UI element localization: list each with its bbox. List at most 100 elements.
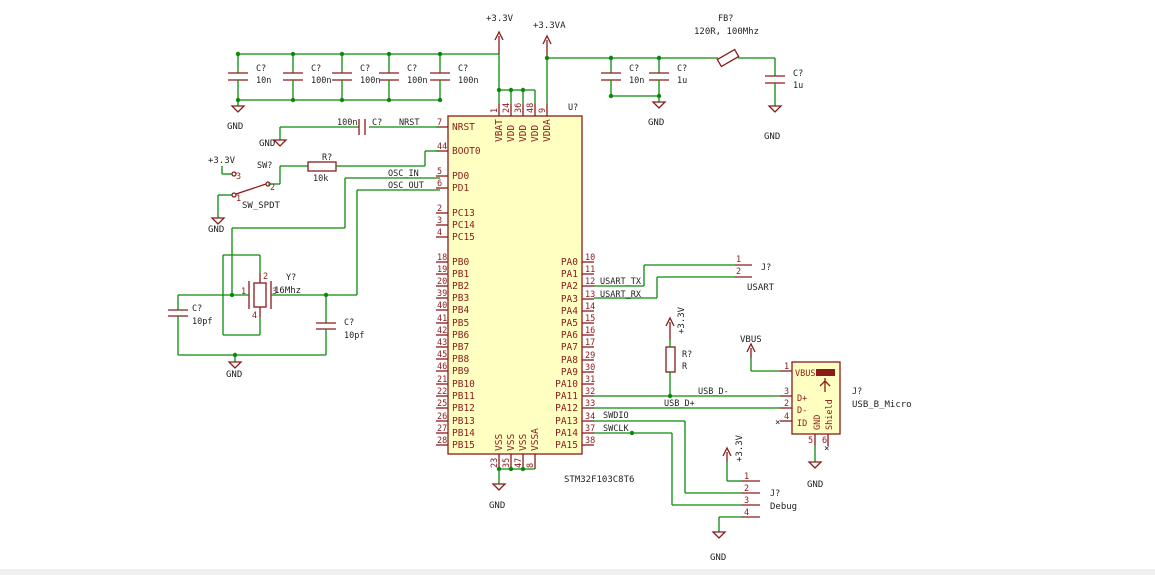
oscillator-network: OSC_IN OSC_OUT Y? 16Mhz 1 2 3 4 C? 10pf [168, 169, 440, 380]
debug-pin-1: 1 [744, 472, 749, 482]
gnd-label: GND [227, 122, 243, 132]
cap-value: 100n [458, 76, 478, 86]
ferrite-bead[interactable]: FB? 120R, 100Mhz [694, 14, 759, 68]
net-swclk-label: SWCLK [603, 424, 629, 434]
mcu-left-pin-num: 19 [437, 265, 447, 275]
mcu-left-pin-num: 45 [437, 350, 447, 360]
nrst-cap-value: 100n [337, 118, 357, 128]
cap-ref: C? [629, 64, 639, 74]
mcu-bottom-pin-num: 23 [490, 458, 500, 468]
gnd-label: GND [259, 139, 275, 149]
mcu-right-pin-num: 33 [585, 399, 595, 409]
usb-pin-3: 3 [784, 387, 789, 397]
mcu-left-pin-name: PB14 [452, 428, 475, 439]
mcu-left-pin-name: PB2 [452, 281, 469, 292]
debug-pin-2: 2 [744, 484, 749, 494]
ground-symbol [227, 361, 243, 369]
switch-value: SW_SPDT [242, 201, 281, 211]
mcu-left-pin-num: 39 [437, 289, 447, 299]
cap-value: 10n [256, 76, 271, 86]
mcu-gnd-label: GND [489, 501, 505, 511]
mcu-top-pin-name: VBAT [494, 119, 505, 142]
crystal-ref: Y? [286, 273, 296, 283]
mcu-right-pin-num: 13 [585, 290, 595, 300]
usart-ref: J? [761, 263, 771, 273]
usb-id-no-connect: × [775, 418, 780, 428]
mcu-left-pin-name: PB15 [452, 440, 475, 451]
nrst-cap-ref: C? [372, 118, 382, 128]
debug-connector[interactable]: SWDIO SWCLK 1 2 3 4 J? Debug +3.3V GND [594, 411, 797, 563]
mcu-left-pin-name: PB10 [452, 379, 475, 390]
nrst-network: C? 100n NRST GND [259, 118, 440, 149]
mcu-right-pin-num: 17 [585, 338, 595, 348]
mcu-right-pin-num: 14 [585, 302, 595, 312]
switch-pin-2: 2 [270, 183, 275, 193]
mcu-left-pin-num: 43 [437, 338, 447, 348]
mcu-left-pin-name: PB5 [452, 318, 469, 329]
mcu-right-pin-name: PA9 [561, 367, 578, 378]
gnd-label: GND [764, 132, 780, 142]
mcu-left-pin-name: PB12 [452, 403, 475, 414]
mcu-bottom-pin-name: VSSA [530, 428, 541, 451]
mcu-top-pin-num: 1 [490, 108, 500, 113]
mcu-top-pin-name: VDDA [542, 119, 553, 142]
mcu-right-pin-name: PA2 [561, 281, 578, 292]
mcu-left-pin-num: 27 [437, 424, 447, 434]
mcu-right-pin-name: PA7 [561, 342, 578, 353]
usart-pin-1: 1 [736, 255, 741, 265]
switch-pin-3: 3 [236, 172, 241, 182]
mcu-right-pin-name: PA0 [561, 257, 578, 268]
mcu-left-pin-num: 22 [437, 387, 447, 397]
mcu-right-pin-name: PA15 [555, 440, 578, 451]
mcu-ref: U? [568, 103, 578, 113]
mcu-left-pin-num: 4 [437, 228, 442, 238]
usart-connector[interactable]: 1 2 J? USART USART_TX USART_RX [594, 255, 775, 300]
mcu-left-pin-name: PC14 [452, 220, 475, 231]
mcu-left-pin-name: PD0 [452, 171, 469, 182]
crystal-cap-left-ref: C? [192, 304, 202, 314]
usart-value: USART [747, 283, 775, 293]
debug-pin-4: 4 [744, 508, 749, 518]
net-usart-rx-label: USART_RX [600, 290, 642, 300]
mcu-bottom-pin-num: 8 [526, 463, 536, 468]
mcu-top-pin-num: 48 [526, 103, 536, 113]
cap-value: 1u [677, 76, 687, 86]
cap-value: 10n [629, 76, 644, 86]
mcu-bottom-pin-name: VSS [518, 434, 529, 451]
usb-pin-id-name: ID [797, 419, 807, 429]
mcu-right-pin-name: PA5 [561, 318, 578, 329]
mcu-left-pin-num: 26 [437, 412, 447, 422]
mcu-left-pin-name: NRST [452, 122, 475, 133]
mcu-right-pin-name: PA3 [561, 294, 578, 305]
mcu-left-pin-name: PB8 [452, 354, 469, 365]
mcu-left-pin-name: PB9 [452, 366, 469, 377]
mcu-top-pin-name: VDD [518, 125, 529, 142]
fb-value: 120R, 100Mhz [694, 27, 759, 37]
crystal-pin-1: 1 [241, 287, 246, 297]
mcu-left-pin-name: PB0 [452, 257, 469, 268]
mcu-top-pin-name: VDD [506, 125, 517, 142]
pullup-supply-label: +3.3V [677, 306, 687, 334]
mcu-left-pin-name: BOOT0 [452, 146, 481, 157]
crystal-pin-2: 2 [263, 272, 268, 282]
mcu-right-pin-num: 16 [585, 326, 595, 336]
osc-gnd-label: GND [226, 370, 242, 380]
ground-symbol [230, 105, 246, 113]
usb-pullup: +3.3V R? R [665, 306, 692, 399]
mcu-right-pin-name: PA14 [555, 428, 578, 439]
cap-value: 100n [360, 76, 380, 86]
ground-symbol [807, 461, 823, 469]
net-usart-tx-label: USART_TX [600, 277, 642, 287]
net-swdio-label: SWDIO [603, 411, 629, 421]
usb-pin-5: 5 [808, 436, 813, 446]
mcu-symbol[interactable]: U? STM32F103C8T6 [447, 103, 634, 485]
mcu-left-pin-num: 40 [437, 301, 447, 311]
mcu-left-pin-num: 46 [437, 362, 447, 372]
mcu-right-pin-num: 34 [585, 412, 595, 422]
usb-pin-1: 1 [784, 362, 789, 372]
usb-connector[interactable]: VBUS D+ D- ID GND Shield 1 3 2 4 5 6 × ×… [740, 335, 912, 490]
mcu-right-pin-name: PA12 [555, 403, 578, 414]
mcu-bottom-pin-num: 35 [502, 458, 512, 468]
mcu-right-pin-name: PA13 [555, 416, 578, 427]
